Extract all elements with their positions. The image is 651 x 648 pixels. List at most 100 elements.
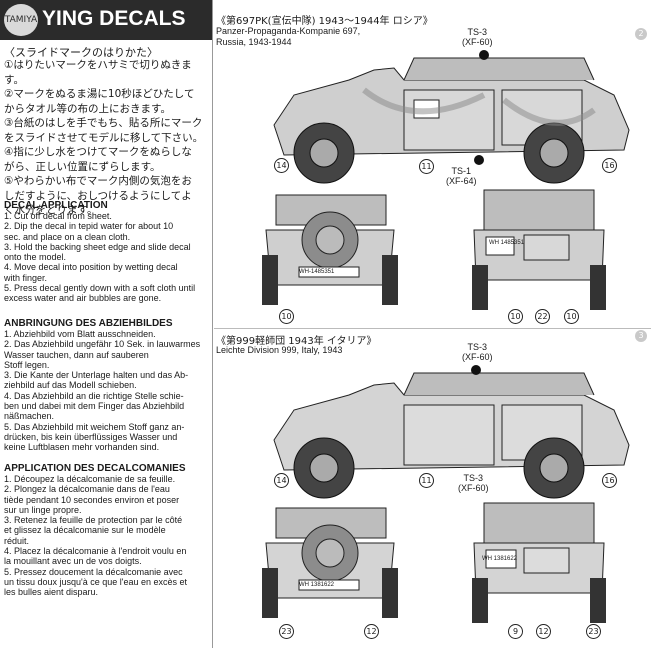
fr-line: sur un linge propre. <box>4 504 82 515</box>
en-line: 4. Move decal into position by wetting d… <box>4 262 178 273</box>
callout-12: 12 <box>364 624 379 639</box>
de-line: 4. Das Abziehbild an die richtige Stelle… <box>4 390 184 401</box>
callout-14: 14 <box>274 158 289 173</box>
code-sub: (XF-60) <box>458 483 489 493</box>
callout-16: 16 <box>602 158 617 173</box>
fr-line: 4. Placez la décalcomanie à l'endroit vo… <box>4 546 187 557</box>
fr-line: la mouillant avec un de vos doigts. <box>4 556 142 567</box>
de-line: 3. Die Kante der Unterlage halten und da… <box>4 370 189 381</box>
de-line: ziehbild auf das Modell schieben. <box>4 380 137 391</box>
jp-line: ④指に少し水をつけてマークをぬらしな <box>4 146 192 158</box>
page-tab-3: 3 <box>635 330 647 342</box>
fr-line: les bulles aient disparu. <box>4 587 99 598</box>
jp-line: がら、正しい位置にずらします。 <box>4 160 161 173</box>
japanese-heading: 〈スライドマークのはりかた〉 <box>4 46 158 59</box>
marking-diagrams: 《第697PK(宣伝中隊) 1943〜1944年 ロシア》 Panzer-Pro… <box>214 0 651 648</box>
panel-divider <box>214 328 651 329</box>
vehicle-side-view <box>273 365 630 499</box>
german-section: ANBRINGUNG DES ABZIEHBILDES 1. Abziehbil… <box>4 318 210 453</box>
license-plate: WH 1381622 <box>299 582 335 588</box>
de-line: näßmachen. <box>4 411 55 422</box>
page-tab-2: 2 <box>635 28 647 40</box>
column-divider <box>212 0 213 648</box>
en-line: 1. Cut off decal from sheet. <box>4 211 112 221</box>
japanese-steps: ①はりたいマークをハサミで切りぬきます。 ②マークをぬるま湯に10秒ほどひたして… <box>4 58 210 218</box>
tamiya-logo: TAMIYA <box>4 4 38 36</box>
fr-line: 2. Plongez la décalcomanie dans de l'eau <box>4 484 170 495</box>
de-line: 5. Das Abziehbild mit weichem Stoff ganz… <box>4 421 185 432</box>
callout-16: 16 <box>602 473 617 488</box>
section-header: TAMIYA YING DECALS <box>0 0 212 40</box>
section-title: YING DECALS <box>42 7 186 30</box>
callout-10: 10 <box>279 309 294 324</box>
paint-code-ts1: TS-1 (XF-64) <box>446 166 477 186</box>
german-heading: ANBRINGUNG DES ABZIEHBILDES <box>4 318 173 329</box>
jp-line: く水分をとります。 <box>4 204 98 216</box>
jp-line: ①はりたいマークをハサミで切りぬきます。 <box>4 59 192 86</box>
fr-line: un tissu doux jusqu'à ce que l'eau en ex… <box>4 576 188 587</box>
code-sub: (XF-60) <box>462 352 493 362</box>
en-line: excess water and air bubbles are gone. <box>4 293 162 304</box>
code-text: TS-3 <box>467 342 488 352</box>
license-plate: WH-1485351 <box>299 269 335 275</box>
callout-22: 22 <box>535 309 550 324</box>
jp-line: ②マークをぬるま湯に10秒ほどひたして <box>4 88 195 100</box>
marking-panel-2: 《第999軽師団 1943年 イタリア》 Leichte Division 99… <box>214 330 651 648</box>
callout-23: 23 <box>279 624 294 639</box>
paint-code-ts3: TS-3 (XF-60) <box>462 27 493 47</box>
french-section: APPLICATION DES DECALCOMANIES 1. Découpe… <box>4 463 210 598</box>
de-line: ben und dabei mit dem Finger das Abziehb… <box>4 401 185 412</box>
callout-10: 10 <box>564 309 579 324</box>
panel-caption-jp: 《第999軽師団 1943年 イタリア》 <box>216 336 377 347</box>
fr-line: tiède pendant 10 secondes environ et pos… <box>4 494 180 505</box>
callout-14: 14 <box>274 473 289 488</box>
de-line: 1. Abziehbild vom Blatt ausschneiden. <box>4 329 156 339</box>
vehicle-rear-view <box>472 502 606 623</box>
panel-caption-jp: 《第697PK(宣伝中隊) 1943〜1944年 ロシア》 <box>216 16 433 27</box>
fr-line: 1. Découpez la décalcomanie de sa feuill… <box>4 474 176 484</box>
code-text: TS-3 <box>463 473 484 483</box>
jp-line: しだすように、おしつけるようにしてよ <box>4 189 192 202</box>
license-plate: WH 1485351 <box>489 240 525 246</box>
jp-line: ⑤やわらかい布でマーク内側の気泡をお <box>4 175 192 187</box>
marking-panel-1: 《第697PK(宣伝中隊) 1943〜1944年 ロシア》 Panzer-Pro… <box>214 0 651 330</box>
en-line: with finger. <box>4 272 48 283</box>
callout-11: 11 <box>419 473 434 488</box>
callout-12: 12 <box>536 624 551 639</box>
en-line: 5. Press decal gently down with a soft c… <box>4 283 196 294</box>
fr-line: réduit. <box>4 535 30 546</box>
callout-23: 23 <box>586 624 601 639</box>
french-heading: APPLICATION DES DECALCOMANIES <box>4 463 186 474</box>
caption-line: Panzer-Propaganda-Kompanie 697, <box>216 26 361 36</box>
callout-10: 10 <box>508 309 523 324</box>
paint-code-ts3: TS-3 (XF-60) <box>458 473 489 493</box>
vehicle-front-view <box>262 194 398 305</box>
english-heading: DECAL APPLICATION <box>4 200 108 211</box>
code-sub: (XF-64) <box>446 176 477 186</box>
paint-code-ts3: TS-3 (XF-60) <box>462 342 493 362</box>
license-plate: WH 1381622 <box>482 556 518 562</box>
vehicle-side-view <box>273 50 630 184</box>
english-section: DECAL APPLICATION 1. Cut off decal from … <box>4 200 210 304</box>
vehicle-rear-view <box>472 189 606 310</box>
code-text: TS-1 <box>451 166 472 176</box>
de-line: Wasser tauchen, dann auf sauberen <box>4 349 149 360</box>
fr-line: 3. Retenez la feuille de protection par … <box>4 515 183 526</box>
vehicle-front-view <box>262 507 398 618</box>
de-line: keine Luftblasen mehr vorhanden sind. <box>4 442 160 453</box>
callout-9: 9 <box>508 624 523 639</box>
en-line: 3. Hold the backing sheet edge and slide… <box>4 241 191 252</box>
jp-line: ③台紙のはしを手でもち、貼る所にマーク <box>4 117 203 129</box>
en-line: 2. Dip the decal in tepid water for abou… <box>4 221 174 232</box>
de-line: Stoff legen. <box>4 359 50 370</box>
panel-caption-en: Panzer-Propaganda-Kompanie 697, Russia, … <box>216 26 396 47</box>
jp-line: からタオル等の布の上におきます。 <box>4 102 171 115</box>
de-line: drücken, bis kein überflüssiges Wasser u… <box>4 431 178 442</box>
code-text: TS-3 <box>467 27 488 37</box>
panel-caption-en: Leichte Division 999, Italy, 1943 <box>216 345 396 356</box>
caption-line: Russia, 1943-1944 <box>216 36 292 47</box>
callout-11: 11 <box>419 159 434 174</box>
en-line: sec. and place on a clean cloth. <box>4 231 131 242</box>
code-sub: (XF-60) <box>462 37 493 47</box>
fr-line: 5. Pressez doucement la décalcomanie ave… <box>4 566 183 577</box>
